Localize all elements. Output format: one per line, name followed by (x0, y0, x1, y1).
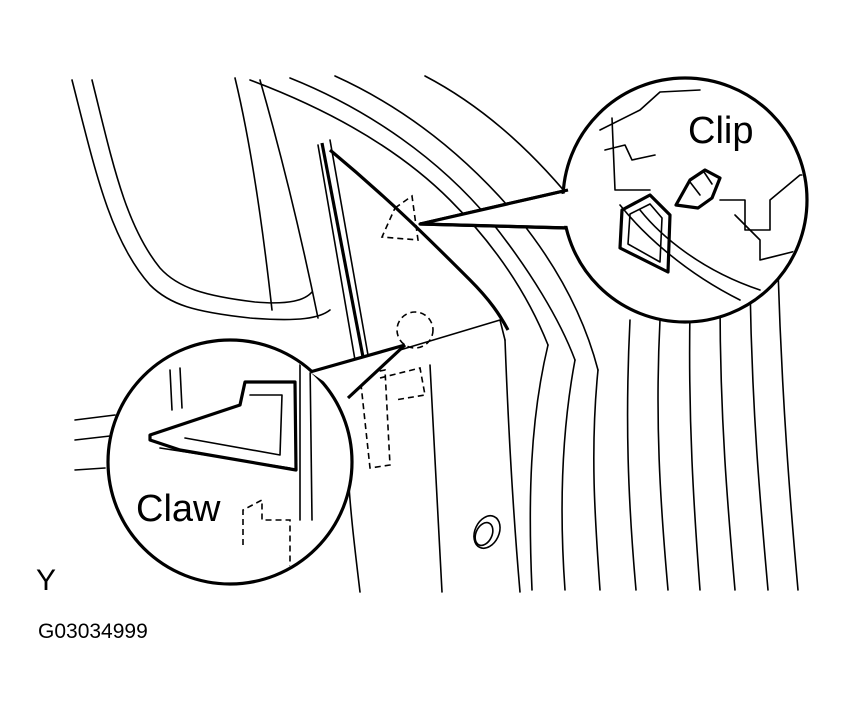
clip-label: Clip (688, 110, 753, 152)
view-letter: Y (36, 564, 56, 597)
body-structure-lines (71, 75, 799, 593)
figure-id: G03034999 (38, 620, 148, 643)
claw-label: Claw (136, 488, 221, 530)
clip-callout: Clip (418, 76, 809, 324)
hidden-part-outlines (359, 194, 434, 469)
clip-detail (599, 89, 805, 301)
claw-callout: Claw (106, 338, 407, 586)
